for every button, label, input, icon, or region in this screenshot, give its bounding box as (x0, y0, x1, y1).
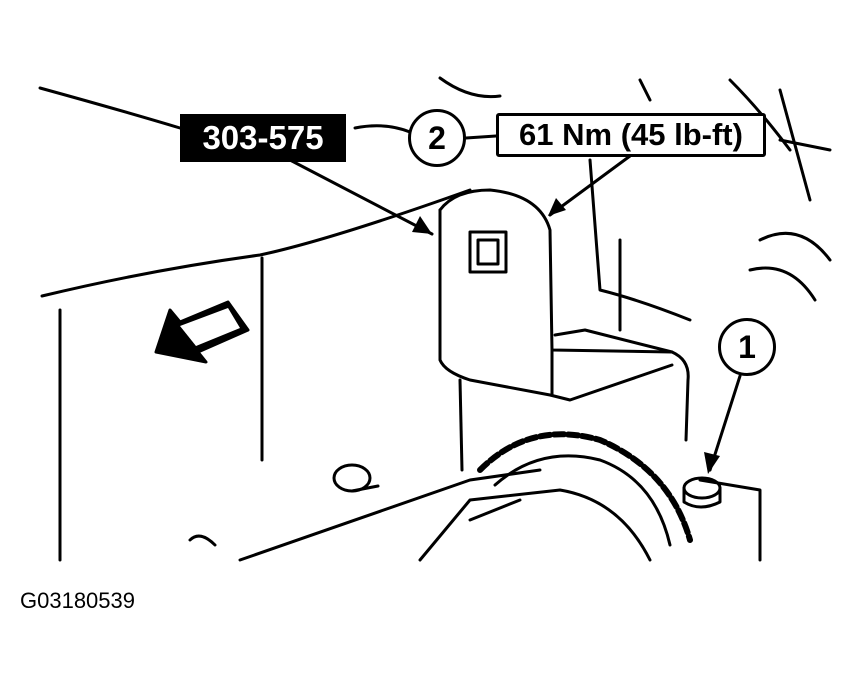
leader-line-torque (548, 154, 632, 217)
lower-housing (698, 478, 762, 562)
timing-chain (493, 454, 672, 547)
tool-square-slot (468, 230, 508, 274)
leader-line-callout-1 (708, 374, 742, 472)
engine-outline (748, 266, 817, 302)
leader-line-callout-2 (464, 134, 498, 140)
engine-outline (778, 138, 832, 152)
engine-outline (38, 86, 182, 130)
timing-chain (477, 431, 693, 543)
special-tool-bracket (438, 188, 690, 442)
engine-outline (638, 78, 652, 102)
leader-arrowhead (412, 216, 432, 234)
engine-outline (40, 188, 472, 298)
special-tool-bracket (438, 208, 674, 402)
figure-id: G03180539 (20, 588, 135, 613)
leader-arrowhead (548, 198, 566, 216)
leader-arrowhead (704, 452, 720, 474)
engine-outline (438, 76, 502, 99)
lower-housing (238, 468, 542, 562)
tool-number-label: 303-575 (180, 114, 346, 162)
locating-pin (350, 484, 380, 493)
leader-line-tool (288, 158, 434, 236)
lower-housing (468, 498, 522, 522)
callout-1: 1 (718, 318, 776, 376)
callout-2: 2 (408, 109, 466, 167)
engine-outline (758, 231, 832, 262)
engine-outline (778, 88, 812, 202)
front-direction-arrow-icon (154, 300, 250, 364)
torque-spec-label: 61 Nm (45 lb-ft) (496, 113, 766, 157)
lower-housing (418, 488, 652, 562)
engine-outline (353, 124, 412, 134)
engine-outline (588, 158, 692, 322)
engine-outline (458, 378, 464, 472)
lower-housing (188, 534, 217, 547)
tool-square-slot (476, 238, 500, 266)
bolt (682, 486, 722, 509)
special-tool-bracket (553, 328, 674, 354)
